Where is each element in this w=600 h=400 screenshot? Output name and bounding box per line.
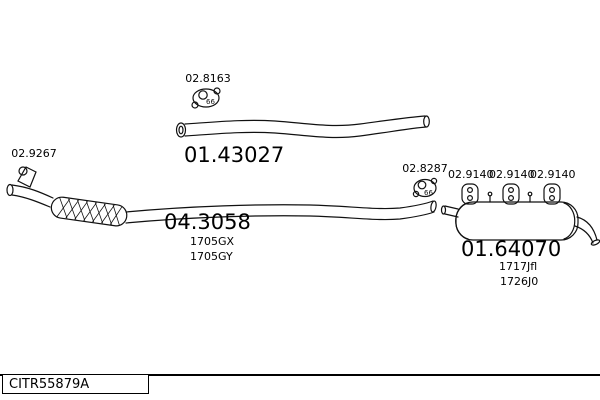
center-section-drawing <box>6 183 437 227</box>
gasket-mid-marking: 66 <box>424 189 433 197</box>
gasket-top-drawing <box>191 87 221 109</box>
catalog-code: CITR55879A <box>9 376 90 392</box>
label-center-variant-1: 1705GX <box>190 235 235 248</box>
rubber-mount-1-drawing <box>461 183 479 205</box>
gasket-top-marking: 66 <box>206 98 215 106</box>
label-center-variant-2: 1705GY <box>190 250 233 263</box>
label-mount-2: 02.9140 <box>489 168 535 181</box>
label-bracket-left: 02.9267 <box>11 147 57 160</box>
front-pipe-drawing <box>175 115 430 139</box>
label-gasket-mid: 02.8287 <box>402 162 448 175</box>
rear-muffler-drawing <box>440 191 600 246</box>
label-rear-variant-2: 1726J0 <box>500 275 539 288</box>
bracket-left-drawing <box>17 166 37 188</box>
label-mount-3: 02.9140 <box>530 168 576 181</box>
flex-section <box>50 196 128 227</box>
catalog-code-box: CITR55879A <box>2 374 149 394</box>
footer-divider <box>0 374 600 376</box>
rubber-mount-2-drawing <box>502 183 520 205</box>
label-mount-1: 02.9140 <box>448 168 494 181</box>
gasket-mid-drawing <box>412 177 438 198</box>
label-front-pipe: 01.43027 <box>184 143 285 167</box>
label-gasket-top: 02.8163 <box>185 72 231 85</box>
label-rear-variant-1: 1717Jfl <box>499 260 538 273</box>
rubber-mount-3-drawing <box>543 183 561 205</box>
label-center-section: 04.3058 <box>164 210 251 234</box>
label-rear-muffler: 01.64070 <box>461 237 562 261</box>
